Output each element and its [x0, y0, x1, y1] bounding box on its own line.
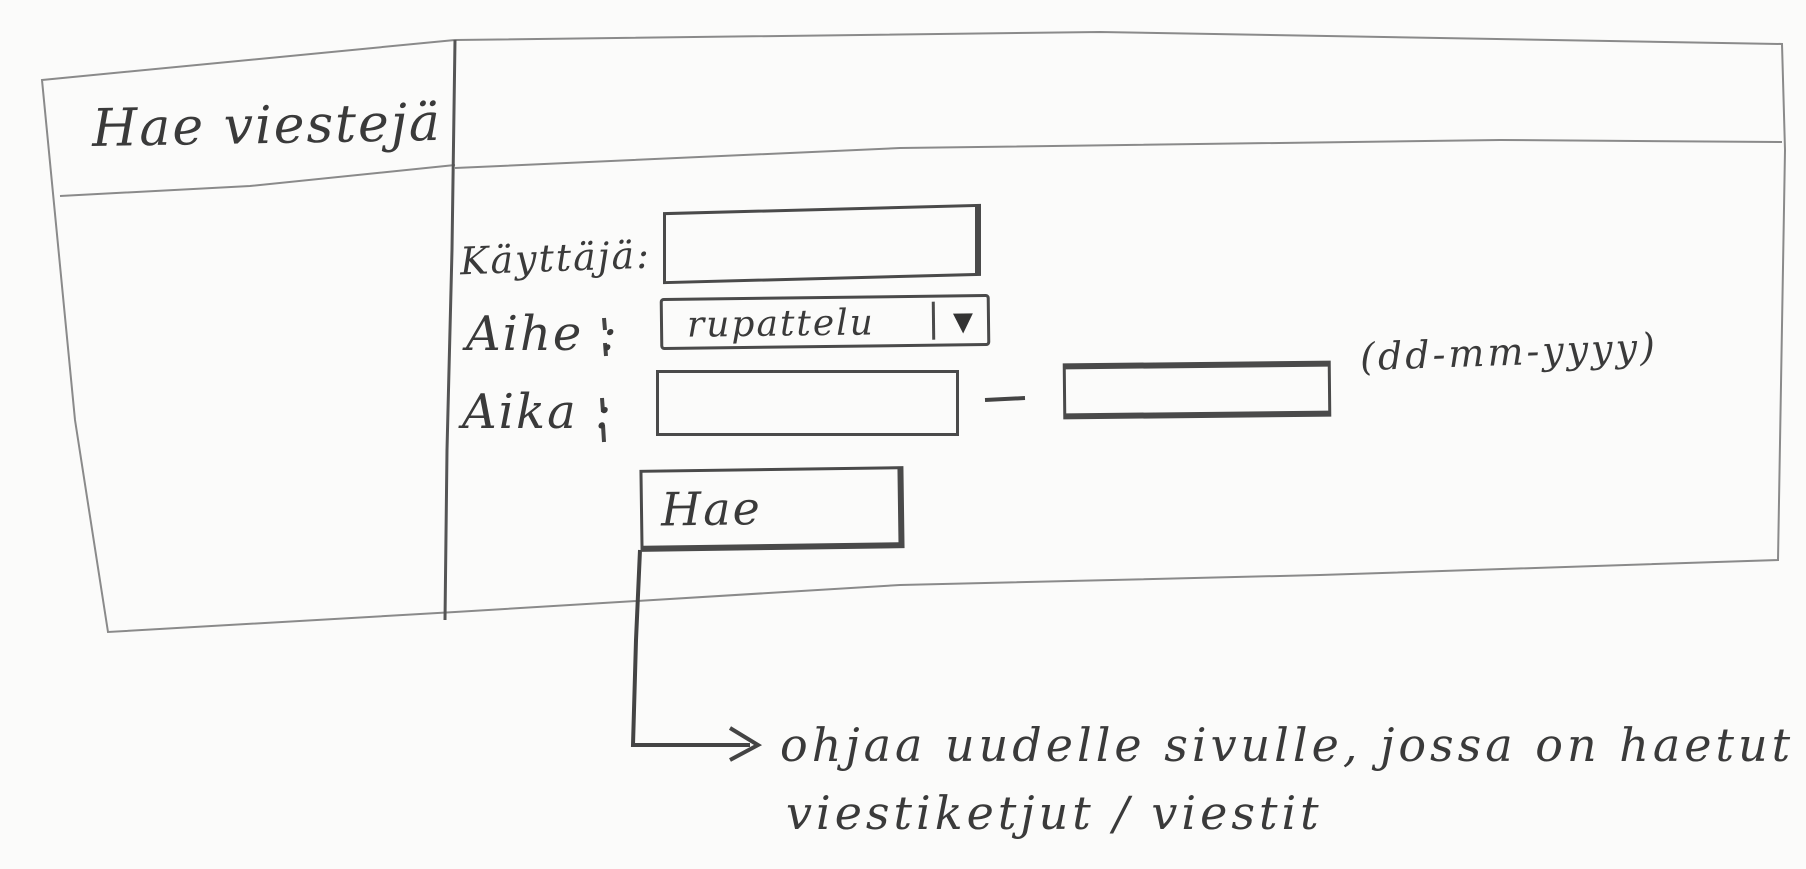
topic-label: Aihe :	[466, 306, 619, 362]
search-button[interactable]: Hae	[639, 466, 905, 552]
redirect-arrow-line	[630, 549, 750, 747]
annotation-line-1: ohjaa uudelle sivulle, jossa on haetut	[780, 718, 1795, 772]
header-divider	[454, 138, 1783, 169]
topic-select[interactable]: rupattelu ▼	[659, 293, 991, 351]
annotation-line-2: viestiketjut / viestit	[786, 786, 1323, 840]
time-label: Aika :	[462, 384, 614, 440]
date-start-input[interactable]	[656, 370, 959, 436]
colon-marks	[600, 317, 608, 443]
date-range-dash	[984, 396, 1026, 402]
sidebar-divider	[443, 39, 457, 621]
triangle-down-icon[interactable]: ▼	[952, 307, 974, 338]
search-button-label: Hae	[660, 481, 763, 537]
date-end-input[interactable]	[1062, 360, 1332, 420]
sidebar-title: Hae viestejä	[91, 92, 443, 160]
user-label: Käyttäjä:	[459, 232, 652, 284]
sidebar-header-divider	[59, 164, 456, 197]
arrow-right-icon	[728, 726, 763, 762]
window-frame	[40, 30, 1787, 634]
topic-select-value: rupattelu	[686, 302, 876, 346]
select-divider	[931, 301, 936, 340]
user-input[interactable]	[663, 203, 981, 285]
